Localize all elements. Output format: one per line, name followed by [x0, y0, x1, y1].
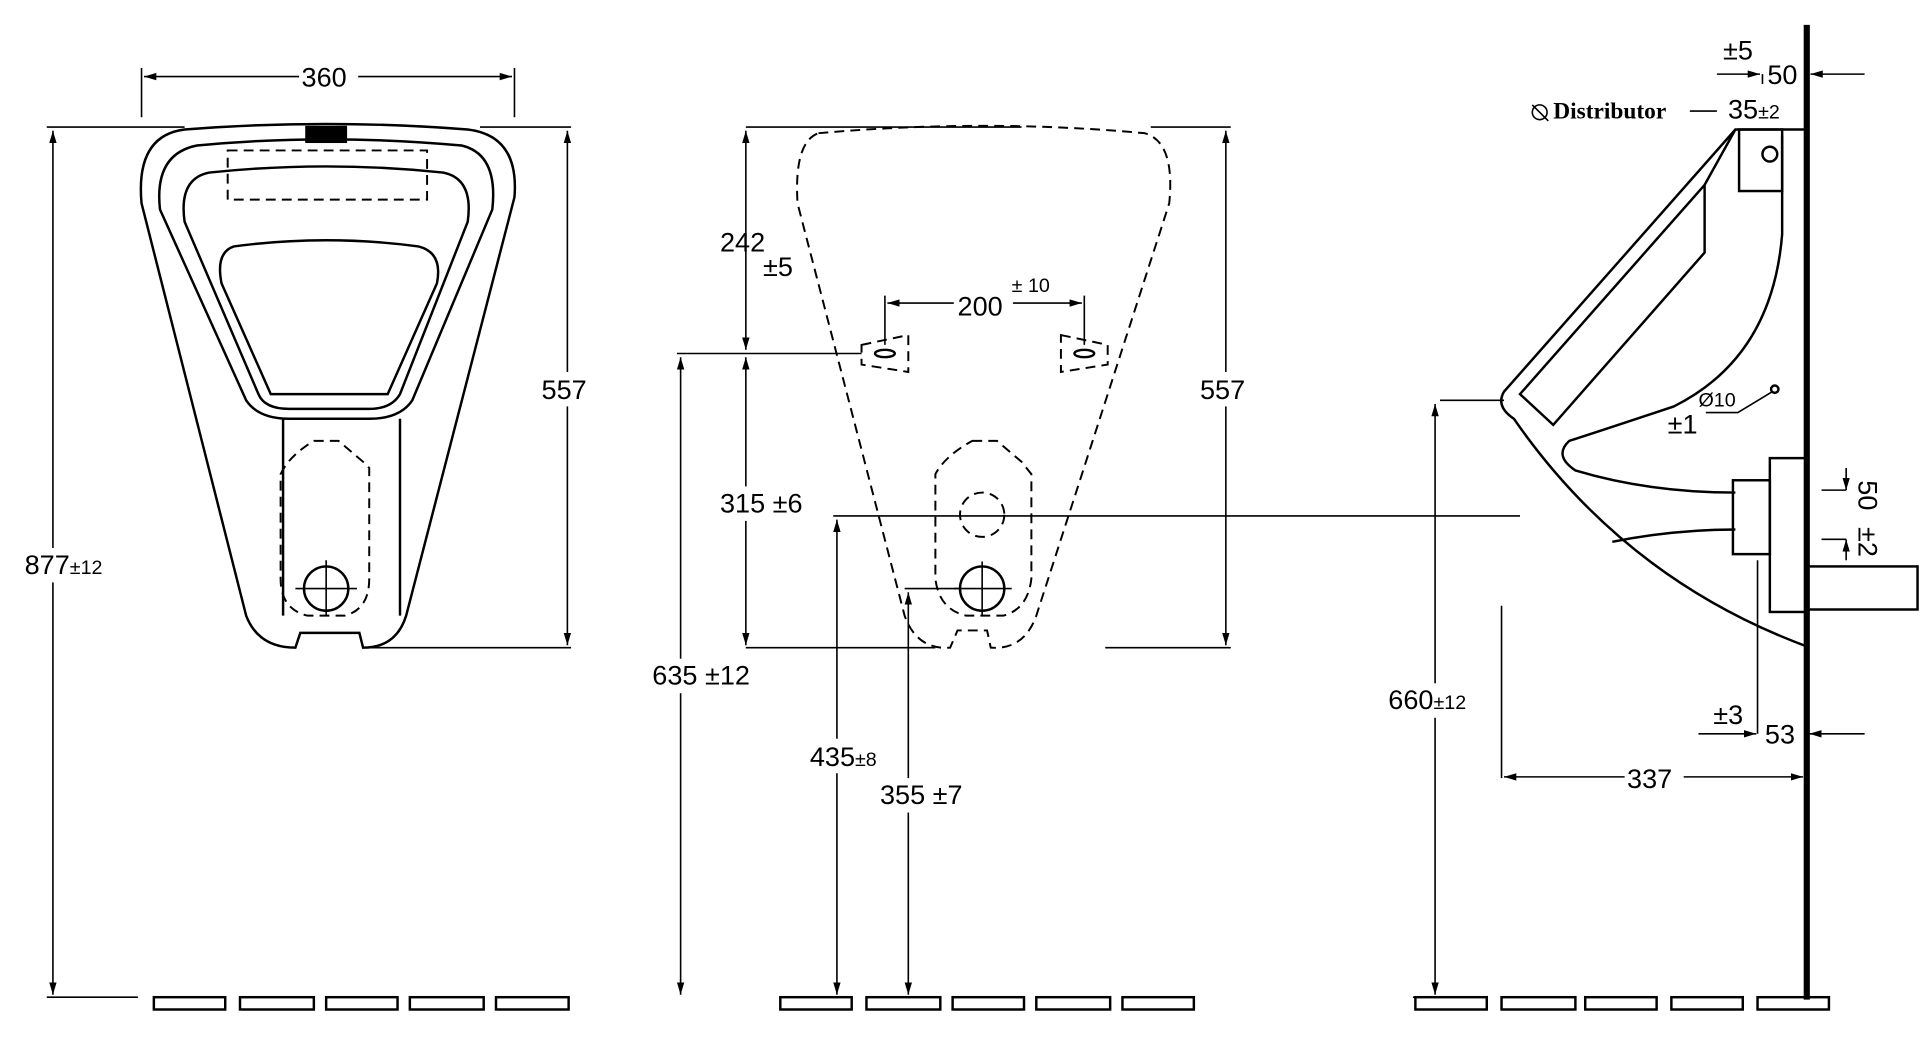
- front-view: 360 877±12 557: [22, 61, 596, 998]
- outlet-height-label: 50: [1852, 480, 1883, 510]
- floor: [152, 995, 1831, 1011]
- distributor-label: Distributor: [1553, 98, 1666, 124]
- rim-height-label: 660±12: [1388, 684, 1466, 715]
- inlet-depth-label: 50: [1767, 59, 1797, 90]
- outlet-height-tol: ±2: [1852, 527, 1883, 557]
- outlet-projection-tol: ±3: [1713, 699, 1743, 730]
- urinal-front-outline: [139, 122, 517, 649]
- spray-hole-tol: ±1: [1668, 408, 1698, 439]
- floor-to-holes-label: 635 ±12: [652, 660, 750, 691]
- holes-to-outlet-label: 315 ±6: [720, 487, 803, 518]
- urinal-rear-outline: [796, 124, 1172, 649]
- outlet-projection-label: 53: [1765, 719, 1795, 750]
- urinal-side-outline: [1500, 128, 1808, 648]
- front-height-label: 557: [542, 374, 587, 405]
- spray-hole-diameter-label: Ø10: [1698, 389, 1735, 411]
- rear-height-label: 557: [1200, 374, 1245, 405]
- top-to-holes-tol: ±5: [763, 251, 793, 282]
- inlet-depth-tol: ±5: [1723, 34, 1753, 65]
- front-width-label: 360: [302, 61, 347, 92]
- hole-spacing-tol: ± 10: [1012, 275, 1050, 297]
- floor-to-outlet-label: 435±8: [810, 741, 877, 772]
- projection-label: 337: [1627, 763, 1672, 794]
- top-to-holes-label: 242: [720, 226, 765, 257]
- hole-spacing-label: 200: [958, 290, 1003, 321]
- side-view: 660±12 337 ±3 53 50 ±2 Ø10 ±1 ±5 50 Dist…: [1385, 24, 1919, 1000]
- floor-to-inlet-label: 355 ±7: [880, 779, 963, 810]
- urinal-front-rim: [158, 138, 495, 420]
- distributor-dimension: 35±2: [1728, 93, 1780, 124]
- rear-view: 242 ±5 200 ± 10 557 315 ±6 635 ±12 435±8…: [649, 124, 1520, 995]
- front-total-height-label: 877±12: [25, 549, 103, 580]
